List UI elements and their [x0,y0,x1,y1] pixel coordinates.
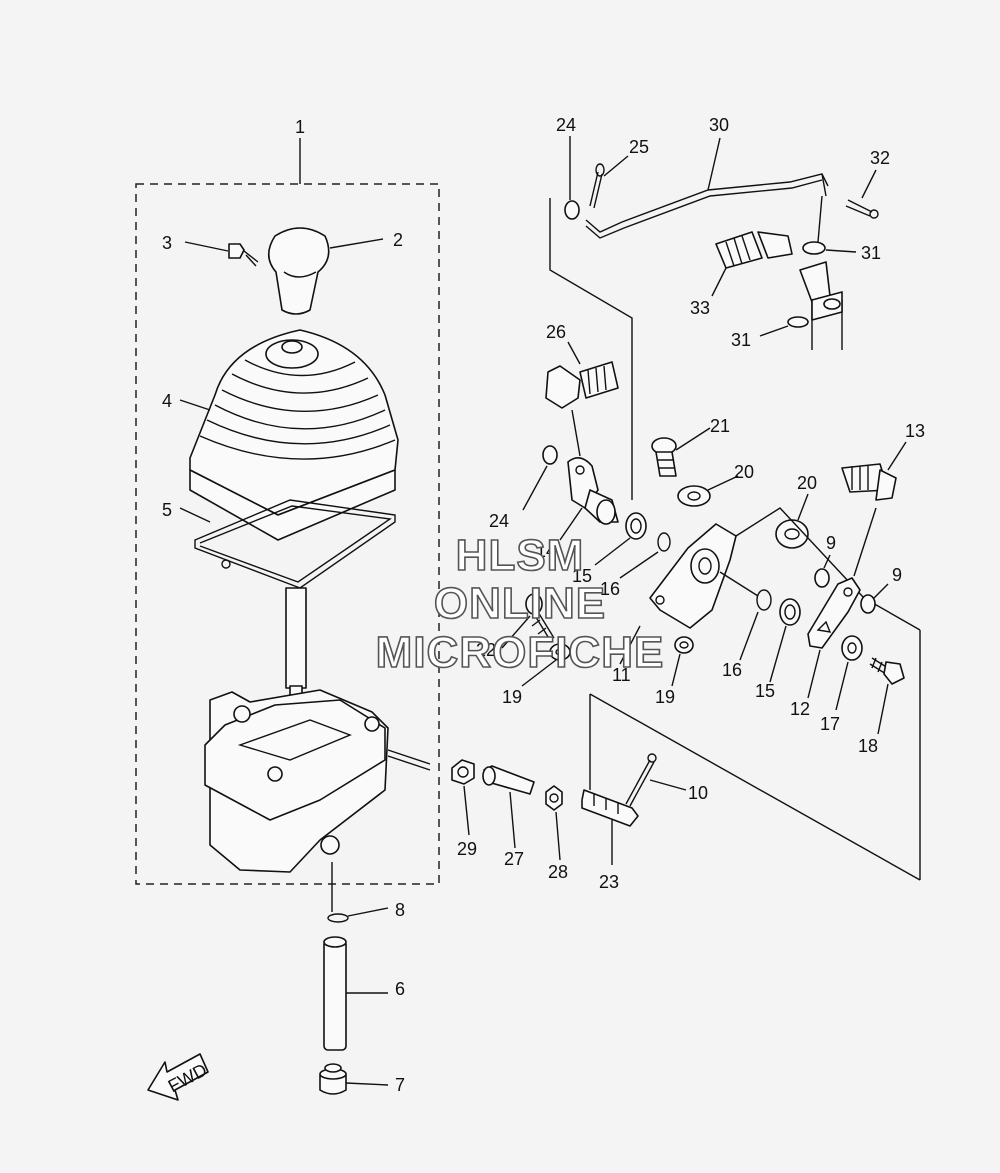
callout-labels: 1 2 3 4 5 6 7 8 9 9 10 11 12 13 14 15 15… [162,115,925,1095]
part-washer-15-right [779,598,801,626]
part-washer-17 [841,635,863,661]
part-cable-joint-26 [545,361,619,409]
callout-26: 26 [546,322,566,342]
callout-10: 10 [688,783,708,803]
part-rod-30 [585,173,829,239]
callout-6: 6 [395,979,405,999]
part-knob [267,227,330,315]
part-cotter-pin-10 [625,753,657,807]
part-nut-28 [545,785,563,811]
part-cable-bracket [799,261,843,350]
callout-19b: 19 [655,687,675,707]
part-oring-16 [657,532,671,552]
part-nut-29 [451,759,475,785]
callout-16a: 16 [600,579,620,599]
part-cotter-pin-32 [845,199,879,219]
callout-18: 18 [858,736,878,756]
part-bushing-21 [651,437,677,477]
callout-9a: 9 [826,533,836,553]
part-grommet-20-left [677,485,711,507]
callout-31b: 31 [731,330,751,350]
callout-32: 32 [870,148,890,168]
part-washer-15 [625,512,647,540]
callout-24b: 24 [489,511,509,531]
callout-7: 7 [395,1075,405,1095]
callout-5: 5 [162,500,172,520]
callout-2: 2 [393,230,403,250]
callout-15b: 15 [755,681,775,701]
callout-23: 23 [599,872,619,892]
fwd-arrow-icon: FWD [147,1053,210,1101]
callout-31a: 31 [861,243,881,263]
part-control-housing [204,689,431,873]
part-oring-16-right [756,589,772,611]
part-screw-22 [525,593,555,641]
callout-15a: 15 [572,566,592,586]
callout-17: 17 [820,714,840,734]
callout-27: 27 [504,849,524,869]
callout-14: 14 [536,541,556,561]
part-cable-joint-33 [715,231,793,269]
callout-33: 33 [690,298,710,318]
watermark-line-3: MICROFICHE [376,628,665,677]
callout-8: 8 [395,900,405,920]
part-circlip [327,862,349,923]
callout-29: 29 [457,839,477,859]
watermark: HLSM ONLINE MICROFICHE [375,530,665,678]
part-washer-9-left [814,568,830,588]
callout-19a: 19 [502,687,522,707]
callout-30: 30 [709,115,729,135]
part-bushing-7 [319,1063,347,1095]
part-nut-19-left [549,643,571,661]
part-washer-31-lower [787,316,809,328]
part-rod-end-23 [581,789,639,827]
part-washer-9-right [860,594,876,614]
watermark-line-2: ONLINE [434,579,606,628]
part-pin-6 [323,936,347,1051]
callout-1: 1 [295,117,305,137]
callout-3: 3 [162,233,172,253]
part-lever-14 [567,457,619,525]
part-spacer-27 [482,765,535,795]
part-washer-31-upper [802,241,826,255]
part-gasket [194,499,396,589]
callout-24a: 24 [556,115,576,135]
callout-4: 4 [162,391,172,411]
part-screw-3 [228,243,259,267]
part-grommet-20-right [775,519,809,549]
callout-13: 13 [905,421,925,441]
callout-22: 22 [476,640,496,660]
part-washer-24-upper [564,200,580,220]
callout-11: 11 [612,665,631,685]
part-cable-joint-13 [841,463,897,501]
part-bracket-11 [649,523,737,629]
callout-25: 25 [629,137,649,157]
part-boot [189,329,399,541]
callout-16b: 16 [722,660,742,680]
callout-28: 28 [548,862,568,882]
watermark-line-1: HLSM [456,531,585,580]
part-cotter-pin-25 [589,163,605,209]
part-bolt-18 [869,657,905,685]
part-washer-24-lower [542,445,558,465]
callout-20b: 20 [797,473,817,493]
assembly-1-boundary [135,183,440,885]
callout-20a: 20 [734,462,754,482]
part-lever-12 [807,577,861,649]
callout-12: 12 [790,699,810,719]
callout-9b: 9 [892,565,902,585]
part-nut-19-right [674,636,694,654]
callout-21: 21 [710,416,730,436]
